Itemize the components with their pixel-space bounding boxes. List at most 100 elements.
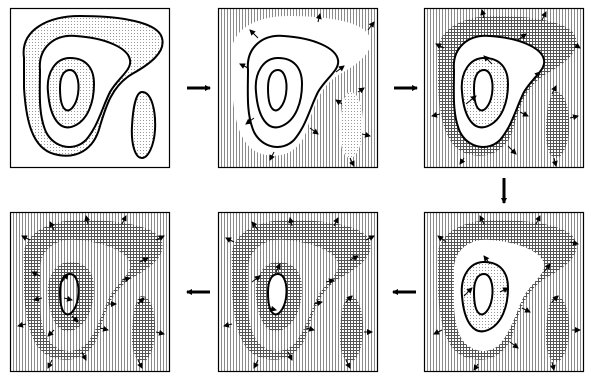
- outward-arrow-icon: [267, 305, 277, 312]
- contour-core: [58, 68, 80, 112]
- outward-arrow-icon: [569, 239, 579, 246]
- panel-border: [9, 211, 171, 373]
- outward-arrow-icon: [63, 295, 73, 302]
- outward-arrow-icon: [47, 359, 53, 369]
- outward-arrow-icon: [225, 237, 235, 243]
- outward-arrow-icon: [288, 217, 295, 227]
- outward-arrow-icon: [269, 151, 275, 161]
- contour-core: [472, 272, 494, 316]
- outward-arrow-icon: [239, 63, 249, 69]
- outward-arrow-icon: [61, 273, 69, 283]
- outward-arrow-icon: [435, 43, 445, 49]
- outward-arrow-icon: [313, 300, 323, 307]
- outward-arrow-icon: [335, 99, 343, 106]
- outward-arrow-icon: [543, 263, 551, 273]
- outward-arrow-icon: [437, 235, 447, 243]
- outward-arrow-icon: [521, 307, 531, 313]
- outward-arrow-icon: [47, 329, 55, 337]
- outward-arrow-icon: [49, 221, 55, 231]
- contour-ellipse: [130, 90, 157, 160]
- outward-arrow-icon: [99, 325, 109, 332]
- contour-core: [58, 272, 80, 316]
- outward-arrow-icon: [533, 71, 541, 79]
- outward-arrow-icon: [465, 95, 477, 105]
- panel-1-initial-contours: [9, 7, 171, 169]
- contour-ellipse: [131, 296, 156, 362]
- outward-arrow-icon: [499, 287, 509, 293]
- outward-arrow-icon: [509, 341, 519, 349]
- outward-arrow-icon: [459, 157, 466, 165]
- panel-5-nearly-filled: [217, 211, 379, 373]
- outward-arrow-icon: [519, 111, 529, 117]
- outward-arrow-icon: [253, 359, 259, 369]
- outward-arrow-icon: [287, 351, 293, 361]
- outward-arrow-icon: [349, 255, 359, 261]
- contour-ellipse: [545, 296, 570, 362]
- outward-arrow-icon: [480, 9, 487, 19]
- panel-border: [423, 7, 585, 169]
- contour-core: [472, 68, 494, 112]
- outward-arrow-icon: [479, 215, 485, 225]
- outward-arrow-icon: [309, 127, 319, 135]
- panel-4-shrinking-white: [423, 211, 585, 373]
- outward-arrow-icon: [245, 117, 255, 125]
- outward-arrow-icon: [275, 263, 281, 273]
- outward-arrow-icon: [431, 111, 441, 118]
- outward-arrow-icon: [325, 278, 335, 285]
- panel-2-outer-front: [217, 7, 379, 169]
- outward-arrow-icon: [223, 321, 233, 328]
- outward-arrow-icon: [17, 321, 27, 328]
- panel-border: [9, 7, 171, 169]
- outward-arrow-icon: [155, 329, 165, 336]
- outward-arrow-icon: [21, 235, 31, 241]
- outward-arrow-icon: [483, 55, 493, 65]
- contour-inner-outline: [254, 56, 304, 129]
- outward-arrow-icon: [483, 255, 491, 265]
- outward-arrow-icon: [551, 85, 557, 95]
- outward-arrow-icon: [573, 42, 581, 49]
- contour-ellipse: [339, 92, 364, 158]
- contour-core: [266, 68, 288, 112]
- outward-arrow-icon: [251, 221, 259, 231]
- outward-arrow-icon: [84, 215, 91, 225]
- outward-arrow-icon: [251, 275, 261, 283]
- contour-middle-outline: [246, 34, 340, 148]
- outward-arrow-icon: [367, 21, 375, 31]
- outward-arrow-icon: [121, 276, 131, 283]
- outward-arrow-icon: [365, 235, 375, 241]
- outward-arrow-icon: [31, 271, 41, 277]
- outward-arrow-icon: [551, 295, 559, 303]
- panel-border: [217, 211, 379, 373]
- outward-arrow-icon: [433, 329, 443, 335]
- outward-arrow-icon: [541, 11, 547, 21]
- contour-ellipse: [339, 296, 364, 362]
- outward-arrow-icon: [549, 361, 556, 371]
- outward-arrow-icon: [345, 295, 353, 303]
- outward-arrow-icon: [137, 359, 143, 369]
- panel-border: [423, 211, 585, 373]
- outward-arrow-icon: [333, 217, 339, 227]
- contour-inner-outline: [460, 56, 510, 129]
- outward-arrow-icon: [33, 295, 43, 302]
- outward-arrow-icon: [535, 215, 541, 225]
- outward-arrow-icon: [335, 65, 345, 73]
- outward-arrow-icon: [463, 287, 473, 297]
- contour-ellipse: [545, 92, 570, 158]
- panel-6-fully-filled: [9, 211, 171, 373]
- outward-arrow-icon: [551, 157, 558, 167]
- outward-arrow-icon: [305, 325, 315, 332]
- outward-arrow-icon: [507, 145, 517, 155]
- outward-arrow-icon: [517, 33, 527, 41]
- outward-arrow-icon: [139, 257, 149, 263]
- outward-arrow-icon: [569, 114, 579, 121]
- outward-arrow-icon: [155, 235, 165, 241]
- outward-arrow-icon: [71, 315, 79, 323]
- contour-middle-outline: [452, 34, 546, 148]
- outward-arrow-icon: [357, 87, 365, 94]
- outward-arrow-icon: [81, 351, 87, 361]
- outward-arrow-icon: [137, 297, 145, 305]
- outward-arrow-icon: [315, 13, 322, 23]
- outward-arrow-icon: [473, 363, 480, 371]
- outward-arrow-icon: [349, 157, 355, 167]
